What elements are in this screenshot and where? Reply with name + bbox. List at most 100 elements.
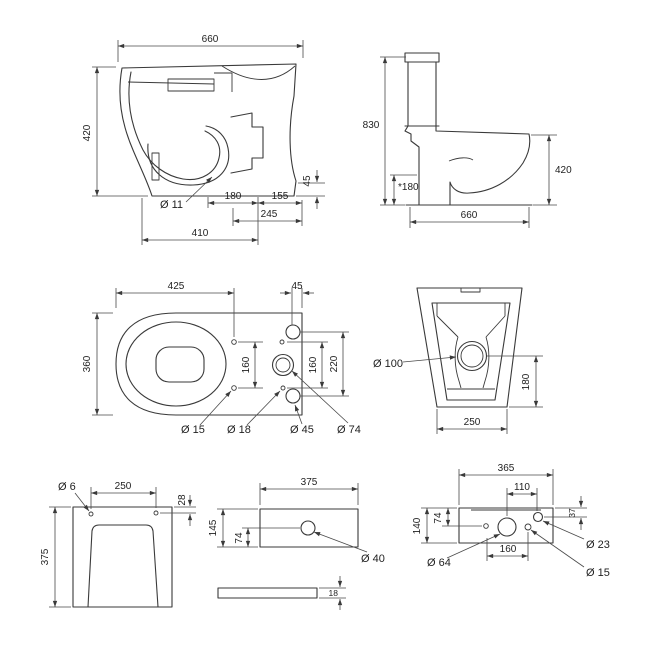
leader-line	[199, 390, 232, 426]
bowl-hint-line	[448, 157, 474, 162]
ext-line	[259, 483, 359, 505]
fixing-hole	[524, 523, 532, 531]
dim-back-gap: 45	[291, 281, 303, 292]
ext-line	[238, 341, 263, 389]
dim-height: 420	[82, 124, 93, 141]
ext-line	[319, 587, 346, 599]
ext-line	[296, 182, 325, 197]
ext-line	[544, 507, 587, 518]
rim-channel	[214, 72, 233, 92]
rear-outline	[416, 287, 523, 408]
sump-channel	[151, 152, 160, 181]
dim-hole-dia: Ø 40	[361, 553, 385, 565]
bowl-inner-wall	[128, 71, 221, 181]
trap-outer-wall	[147, 125, 230, 186]
dim-height: 140	[412, 517, 423, 534]
fixing-hole	[88, 511, 94, 517]
top-tab	[460, 288, 481, 293]
fixing-hole	[153, 510, 159, 516]
dim-410: 410	[192, 228, 209, 239]
view-pan-side-section: 660 420 45 Ø 11 180 155 245 410	[82, 34, 325, 245]
dim-hole-span: 250	[115, 481, 132, 492]
dim-180: 180	[225, 191, 242, 202]
seat-ring	[125, 321, 227, 407]
dim-245: 245	[261, 209, 278, 220]
flush-slab	[167, 78, 215, 92]
ext-line	[291, 288, 303, 325]
ext-line	[160, 506, 196, 514]
pan-back-profile	[404, 125, 420, 206]
leader-line	[185, 176, 213, 203]
dim-flush-hole-dia: Ø 64	[427, 557, 451, 569]
pan-outline	[119, 63, 297, 197]
leader-line	[74, 492, 90, 512]
dim-dia-74: Ø 74	[337, 424, 361, 436]
pan-profile	[435, 125, 531, 206]
dim-width: 365	[498, 463, 515, 474]
ext-line	[458, 469, 554, 505]
fixing-hole	[483, 523, 489, 529]
pan-plan-outline	[115, 312, 303, 416]
ext-line	[531, 134, 557, 206]
cistern-body	[404, 61, 440, 127]
bowl-side-line	[482, 336, 490, 389]
dim-trap-diameter: Ø 11	[160, 199, 183, 211]
dim-depth: 145	[208, 519, 219, 536]
dim-width: 360	[82, 355, 93, 372]
outlet-circle	[456, 340, 488, 372]
rear-inner-outline	[431, 302, 511, 401]
dim-dia-15: Ø 15	[586, 567, 610, 579]
bolt-hole	[285, 388, 301, 404]
leader-line	[542, 520, 585, 540]
dim-total-height: 830	[363, 120, 380, 131]
ext-line	[49, 506, 71, 608]
flush-hole	[497, 517, 517, 537]
dim-right-span: 160	[308, 356, 319, 373]
dim-bottom-span: 160	[500, 544, 517, 555]
outlet-circle-inner	[460, 344, 484, 368]
dim-dia-15: Ø 15	[181, 424, 205, 436]
dim-top-span: 110	[514, 482, 530, 493]
rim-spreader	[221, 65, 296, 80]
dim-height: 375	[40, 548, 51, 565]
dim-outlet-height: 180	[521, 373, 532, 390]
dim-outlet-dia: Ø 100	[373, 358, 403, 370]
view-tank-lid: 375 145 74 Ø 40 18	[208, 477, 385, 610]
leader-line	[402, 355, 457, 363]
button-hole	[300, 520, 316, 536]
ext-line	[117, 40, 304, 62]
dim-outer-span: 220	[329, 355, 340, 372]
leader-line	[313, 531, 368, 553]
view-plan: 425 45 360 160 160 220 Ø 15 Ø 18 Ø 45 Ø …	[82, 281, 361, 436]
dim-dia-18: Ø 18	[227, 424, 251, 436]
dim-pan-height: 420	[555, 165, 572, 176]
seat-hole	[231, 385, 237, 391]
fixing-hole	[279, 339, 285, 345]
dim-outlet-height: *180	[398, 182, 419, 193]
inlet-hole	[271, 353, 295, 377]
dim-outlet-lip: 45	[302, 175, 313, 187]
dim-hole-dia: Ø 6	[58, 481, 76, 493]
dim-width: 375	[301, 477, 318, 488]
cistern-outline	[458, 507, 554, 544]
seat-hole	[231, 339, 237, 345]
leader-line	[530, 529, 585, 568]
bolt-hole	[285, 324, 301, 340]
dim-front-to-holes: 425	[168, 281, 185, 292]
dim-dia-23: Ø 23	[586, 539, 610, 551]
view-toilet-side: 830 *180 420 660	[363, 52, 572, 228]
base-inner-shape	[87, 524, 159, 608]
dim-depth: 660	[461, 210, 478, 221]
dim-base-width: 250	[464, 417, 481, 428]
rim-detail	[127, 81, 215, 85]
dim-left-span: 160	[241, 356, 252, 373]
bowl-opening	[155, 346, 205, 383]
leader-line	[446, 533, 501, 559]
dim-hole-from-front: 74	[234, 532, 245, 544]
inlet-hole	[532, 511, 544, 523]
view-base-front: Ø 6 250 375 28	[40, 481, 196, 608]
lid-side-profile	[217, 587, 318, 599]
dim-left-hole-offset: 74	[433, 512, 444, 524]
